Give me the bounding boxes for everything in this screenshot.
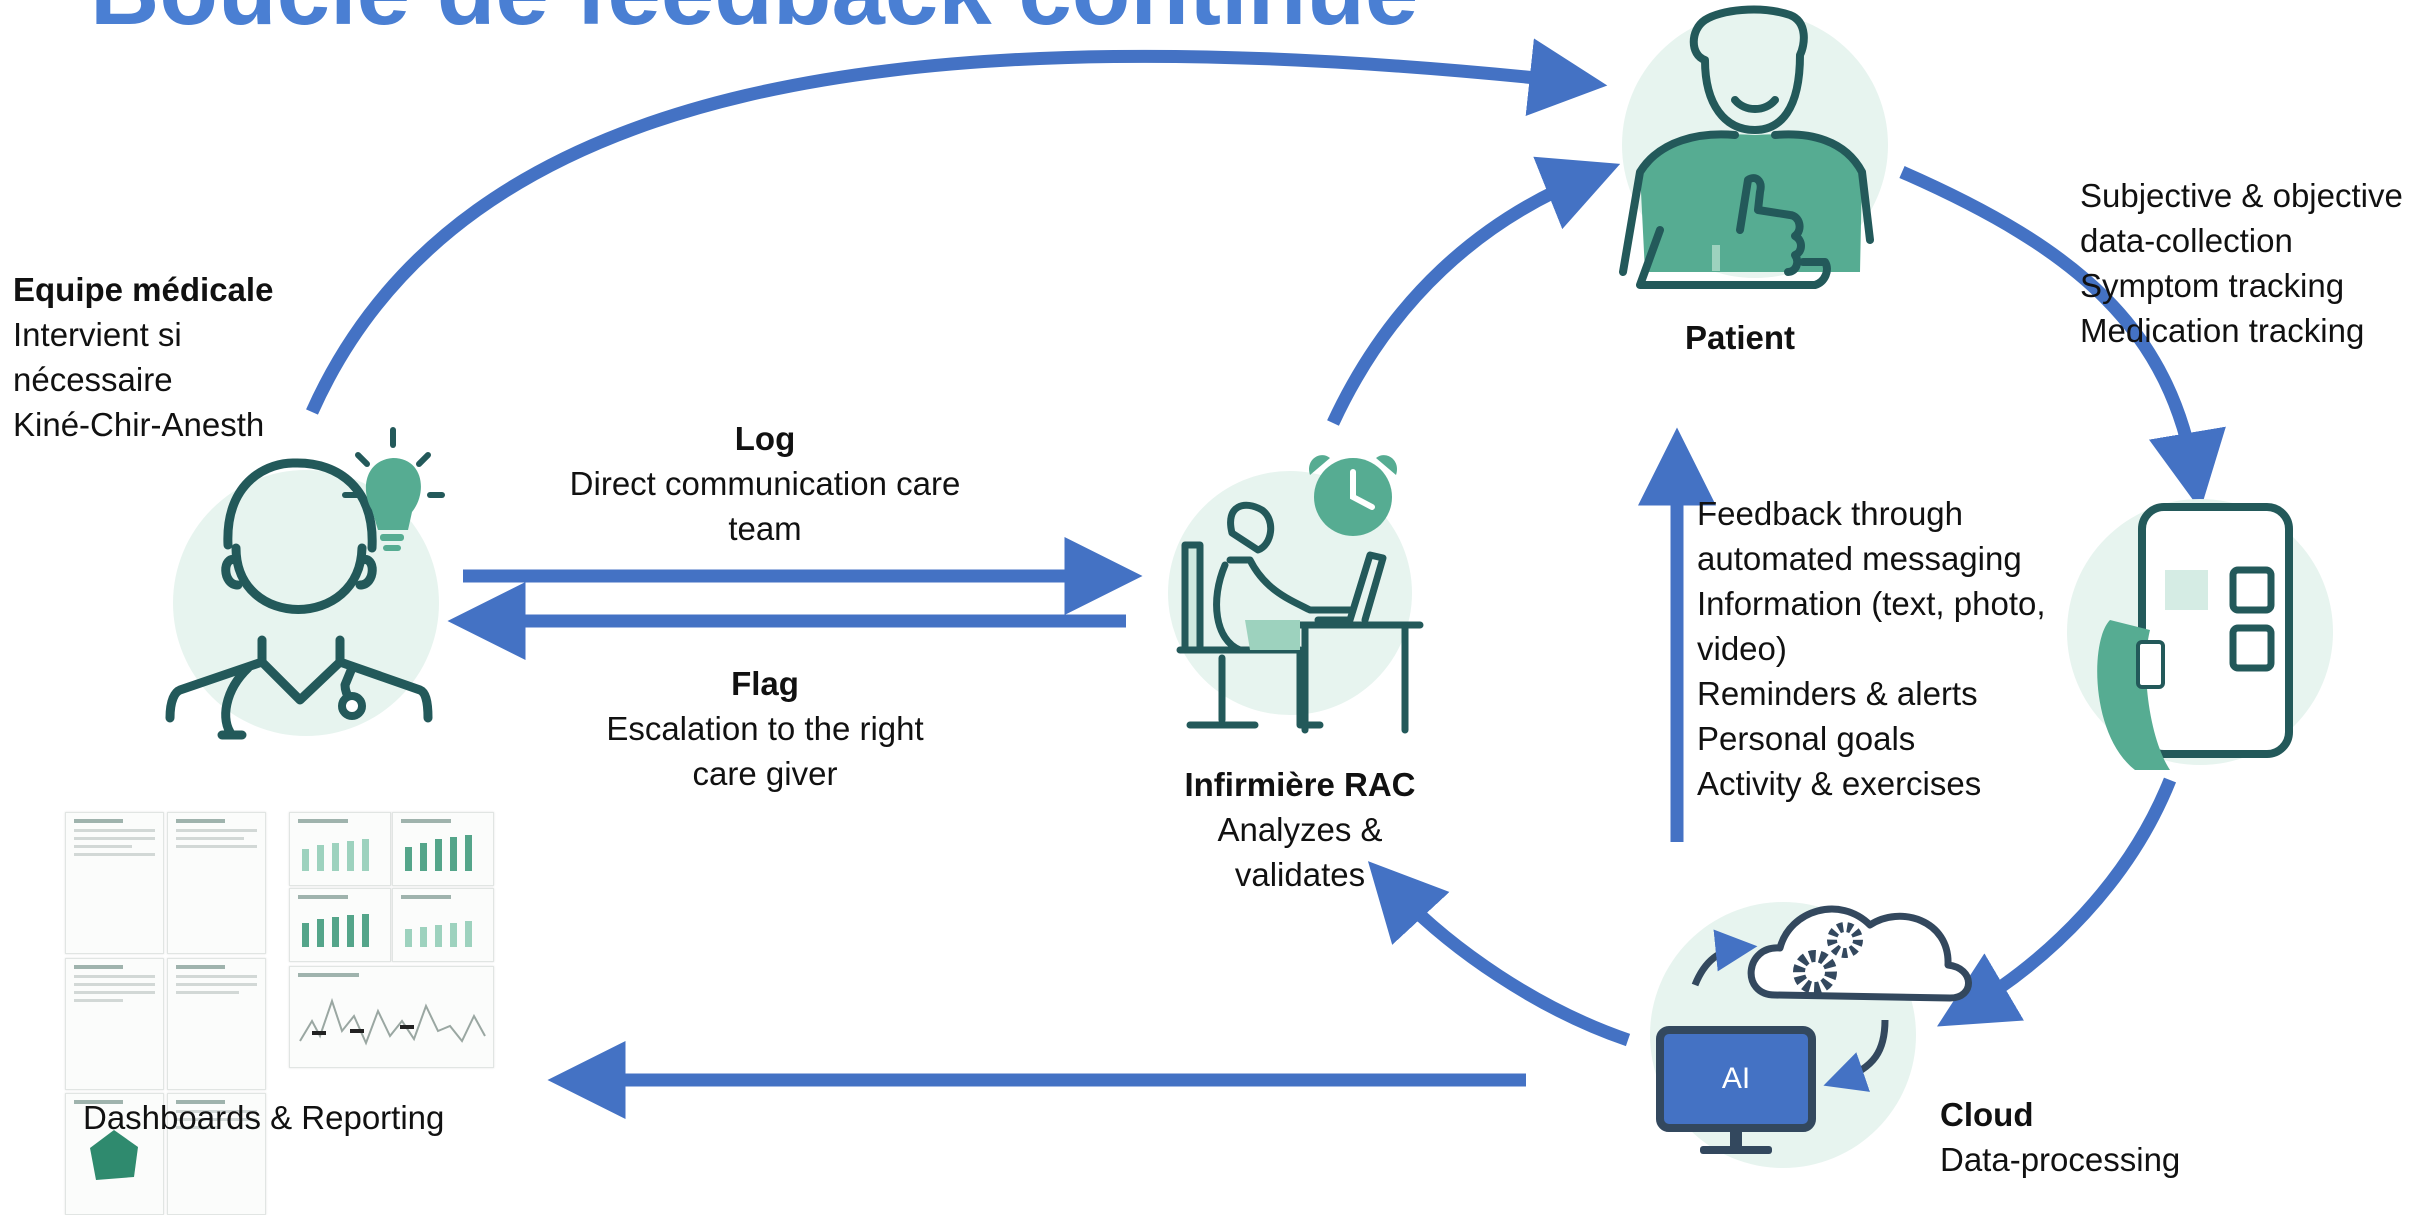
patient-thumbs-up-icon	[1619, 5, 1888, 289]
dashboards-label: Dashboards & Reporting	[83, 1099, 445, 1136]
feedback-line: Activity & exercises	[1697, 765, 1982, 802]
arrow-cloud-to-nurse	[1367, 861, 1631, 1047]
feedback-line: Personal goals	[1697, 720, 1916, 757]
page-title: Boucle de feedback continue	[90, 0, 1418, 42]
feedback-line: Feedback through	[1697, 495, 1964, 532]
dashboard-card	[167, 812, 266, 954]
dashboard-card	[65, 812, 164, 954]
arrow-patient-to-device	[1899, 166, 2226, 511]
flag-line: Escalation to the right	[606, 710, 924, 747]
nurse-title: Infirmière RAC	[1184, 766, 1416, 803]
ai-monitor-icon	[1656, 1026, 1816, 1154]
alarm-clock-icon	[1309, 455, 1397, 536]
arrow-medical-to-patient	[306, 38, 1608, 415]
feedback-line: video)	[1697, 630, 1787, 667]
dashboard-chart-card	[289, 812, 391, 886]
data-collection-line: Symptom tracking	[2080, 267, 2345, 304]
lightbulb-icon	[342, 427, 445, 551]
feedback-loop-diagram	[165, 5, 2333, 1168]
dashboard-chart-card	[392, 812, 494, 886]
log-line: Direct communication care	[569, 465, 961, 502]
nurse-line: Analyzes &	[1217, 811, 1383, 848]
dashboard-card	[167, 958, 266, 1090]
medical-team-title: Equipe médicale	[13, 271, 274, 308]
arrow-device-to-cloud	[1936, 777, 2177, 1027]
dashboard-chart-card	[289, 888, 391, 962]
log-title: Log	[734, 420, 796, 457]
cloud-line: Data-processing	[1940, 1141, 2181, 1178]
ai-label: AI	[1721, 1062, 1751, 1095]
cloud-title: Cloud	[1940, 1096, 2034, 1133]
dashboard-card	[65, 958, 164, 1090]
flag-line: care giver	[692, 755, 838, 792]
log-line: team	[728, 510, 802, 547]
patient-title: Patient	[1684, 319, 1796, 356]
data-collection-line: Medication tracking	[2080, 312, 2365, 349]
medical-team-line: Intervient si	[13, 316, 182, 353]
feedback-line: automated messaging	[1697, 540, 2022, 577]
flag-title: Flag	[731, 665, 799, 702]
smartphone-wearable-icon	[2067, 499, 2333, 770]
nurse-line: validates	[1234, 856, 1366, 893]
medical-team-line: Kiné-Chir-Anesth	[13, 406, 265, 443]
data-collection-line: Subjective & objective	[2080, 177, 2403, 214]
feedback-line: Information (text, photo,	[1697, 585, 2046, 622]
arrow-nurse-to-patient	[1327, 156, 1621, 426]
dashboard-chart-card	[392, 888, 494, 962]
doctor-icon	[165, 458, 439, 740]
data-collection-line: data-collection	[2080, 222, 2293, 259]
dashboard-chart-card	[289, 966, 494, 1068]
feedback-line: Reminders & alerts	[1697, 675, 1978, 712]
medical-team-line: nécessaire	[13, 361, 173, 398]
arrows	[306, 38, 2226, 1119]
